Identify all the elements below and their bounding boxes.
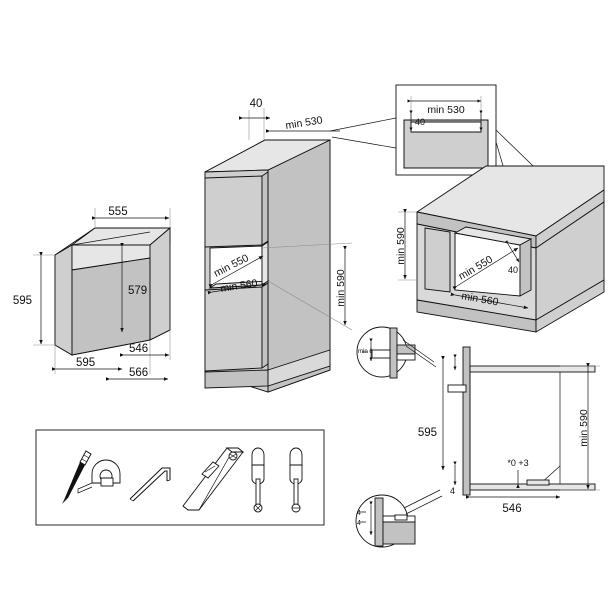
dim-tall-niche-height-min: min 590	[335, 269, 347, 307]
dim-appliance-depth-top: 555	[108, 206, 127, 218]
pencil-icon	[62, 450, 92, 504]
dim-appliance-height-left: 595	[13, 295, 32, 307]
dim-appliance-width-outer: 566	[129, 367, 148, 379]
view-detail-callout: min 530 40	[329, 84, 561, 197]
view-under-counter: min 590 min 550 40 min 560	[395, 165, 605, 333]
flathead-screwdriver-icon	[289, 447, 303, 513]
dim-section-detail-gap-top: 4	[357, 510, 361, 517]
dim-section-height: 595	[418, 427, 437, 439]
dim-appliance-width-front: 595	[76, 357, 95, 369]
view-tall-cabinet: 40 min 530 min 550 min 560 min 590	[204, 98, 353, 393]
dim-tall-niche-width-min: min 560	[220, 277, 259, 295]
spirit-level-icon	[182, 447, 245, 511]
dim-callout-front-offset: 40	[415, 117, 425, 127]
note-section-tolerance: *0 +3	[507, 458, 528, 468]
view-section: min 6 4 4 595 4	[355, 326, 600, 548]
dim-appliance-width-inner: 546	[129, 343, 148, 355]
dim-section-top-gap-min: min 6	[358, 349, 373, 355]
dim-section-niche-height-min: min 590	[578, 409, 590, 447]
view-tools	[35, 429, 325, 526]
detail-circle-top: min 6	[358, 327, 416, 379]
dim-section-bottom-gap: 4	[450, 486, 455, 496]
dim-appliance-height-right: 579	[128, 285, 147, 297]
dim-tall-depth-min: min 530	[285, 114, 324, 132]
dim-tall-front-gap: 40	[250, 98, 263, 110]
dim-undercounter-front-gap: 40	[508, 265, 518, 275]
dim-section-depth: 546	[502, 503, 521, 515]
dim-section-detail-gap-bottom: 4	[357, 520, 361, 527]
dim-callout-width-min: min 530	[427, 104, 465, 116]
hex-key-icon	[129, 467, 171, 502]
detail-circle-bottom: 4 4	[357, 497, 416, 547]
tape-measure-icon	[77, 459, 121, 494]
phillips-screwdriver-icon	[251, 447, 265, 513]
dim-undercounter-niche-height-min: min 590	[395, 227, 407, 265]
view-appliance: 555 595 579 595 546 566	[13, 206, 172, 381]
